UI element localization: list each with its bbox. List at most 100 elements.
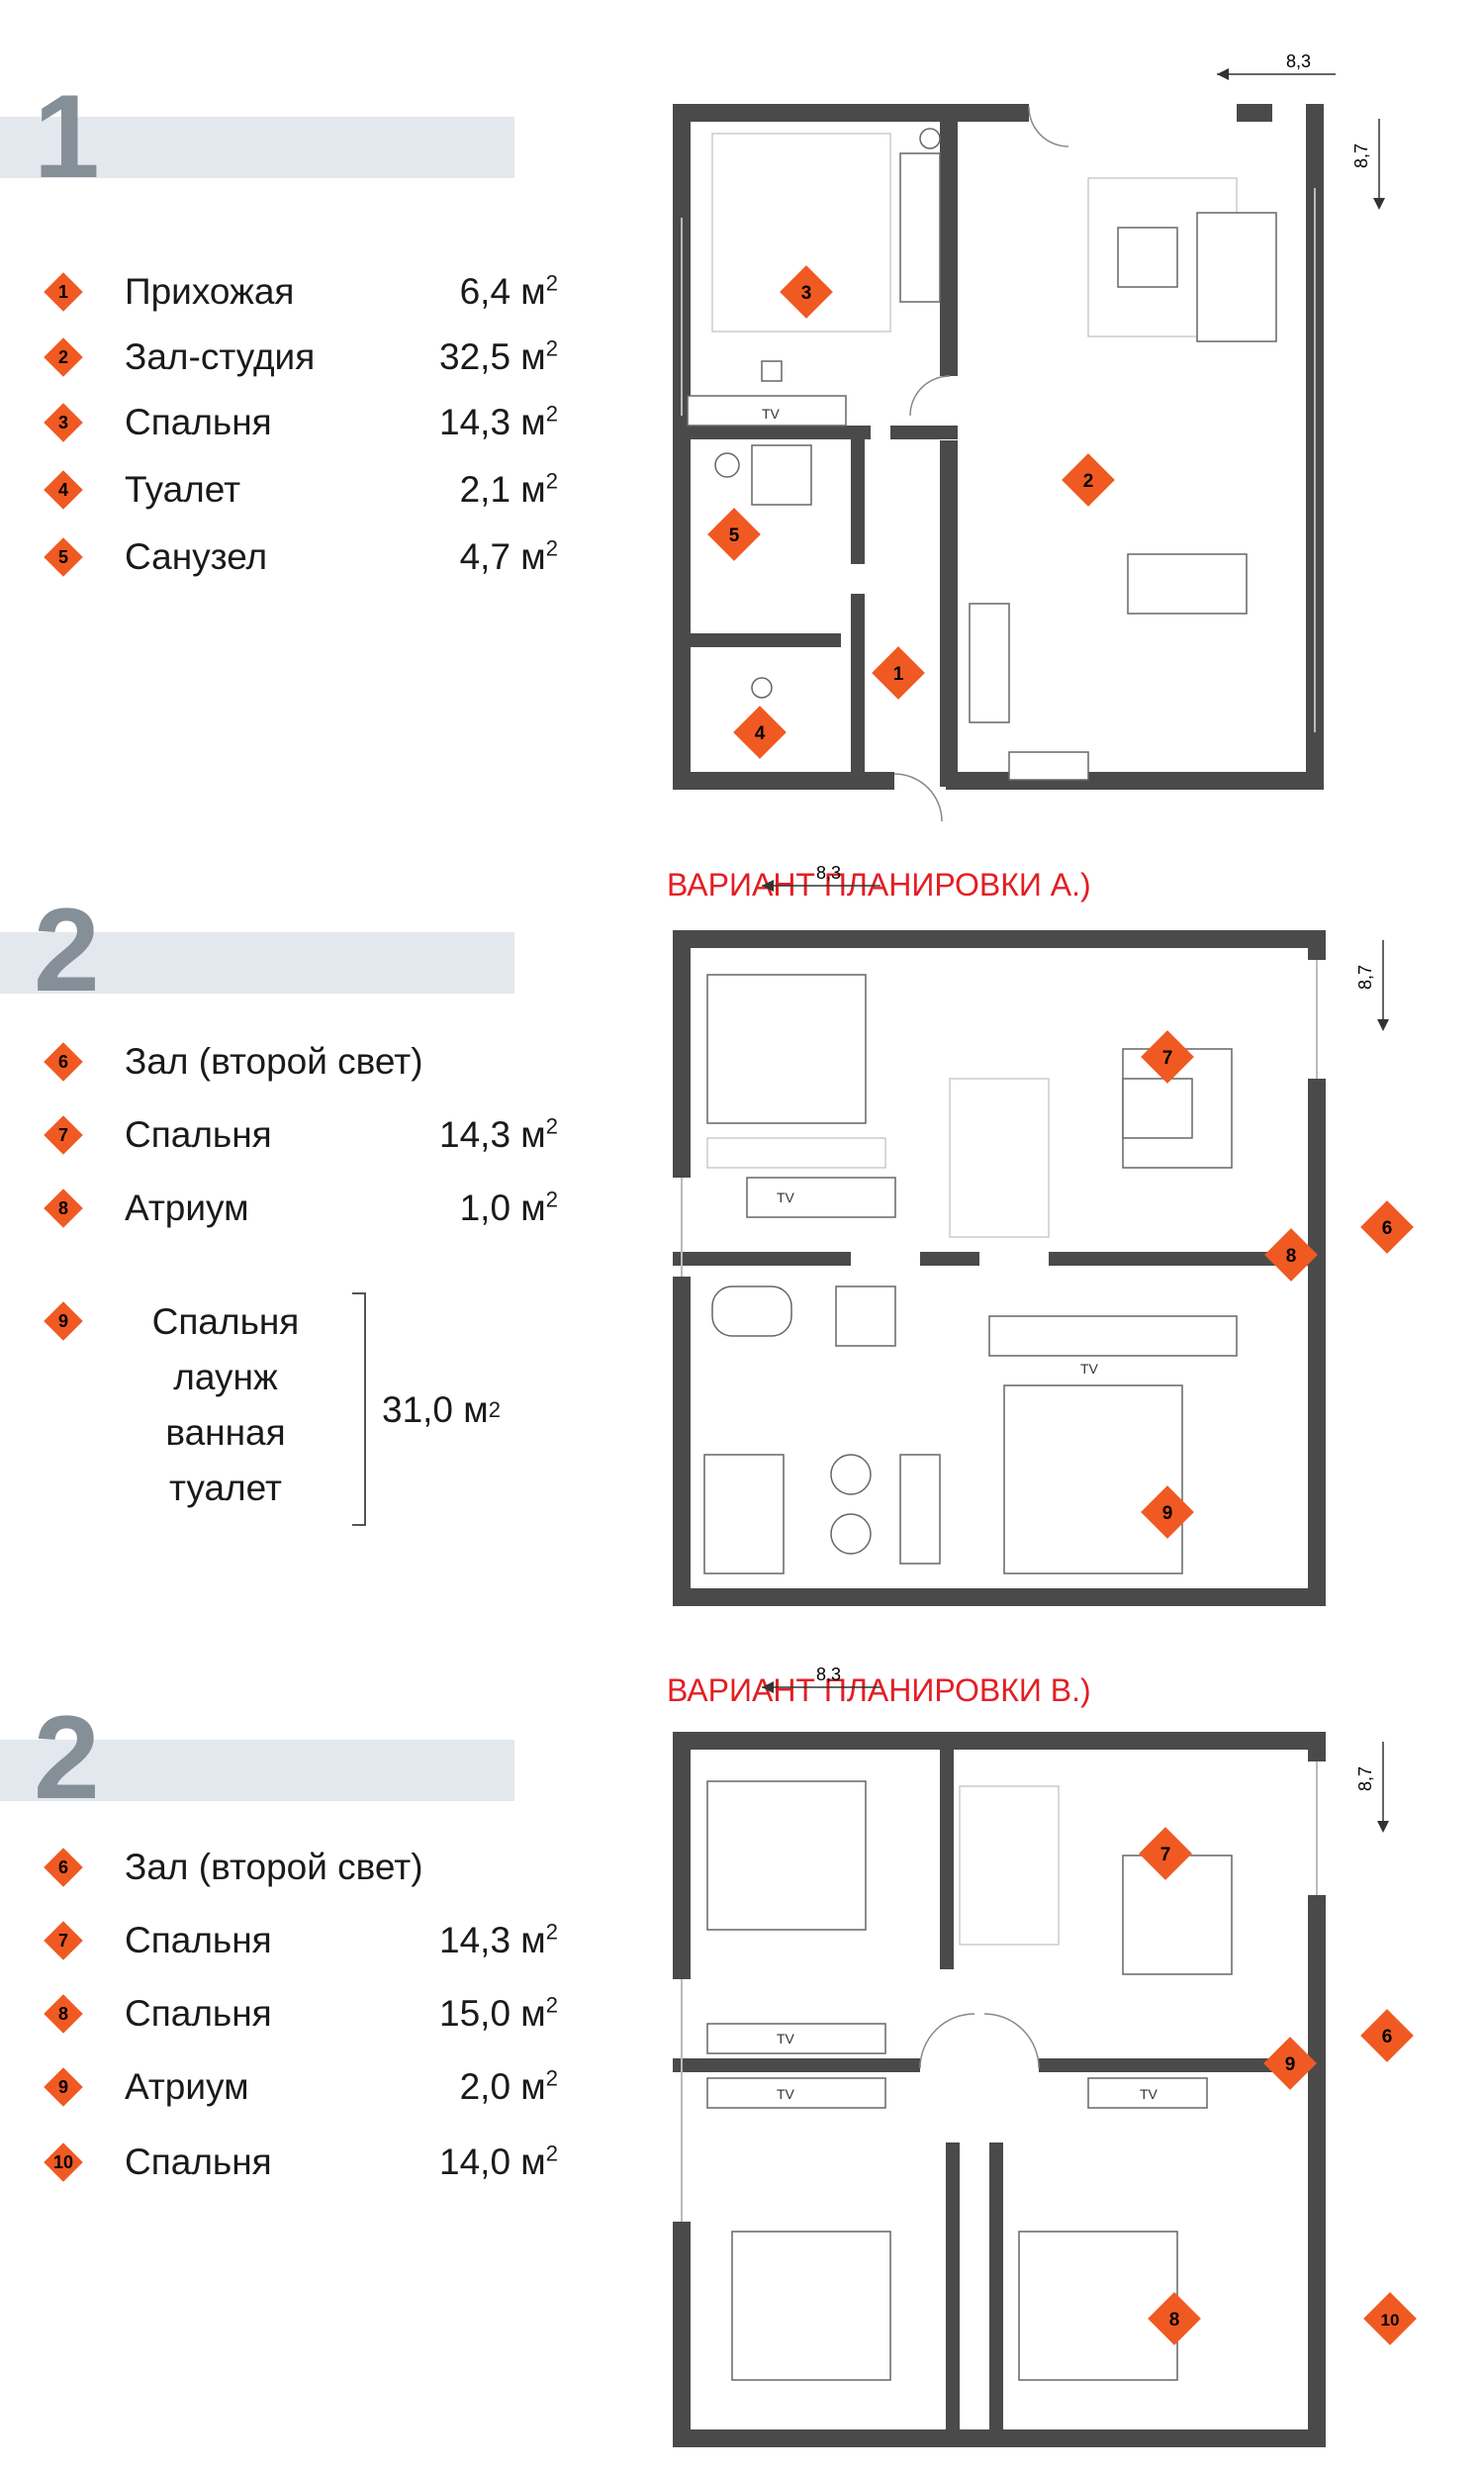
dimension-depth: 8,7 bbox=[1355, 1742, 1389, 1833]
room-marker-icon: 2 bbox=[44, 337, 83, 377]
furniture bbox=[703, 974, 1238, 1574]
legend-row: 4 Туалет 2,1 м2 bbox=[44, 465, 558, 515]
floor2b-number: 2 bbox=[34, 1691, 100, 1824]
dimension-width: 8,3 bbox=[762, 863, 881, 892]
tv-label: TV bbox=[777, 2086, 795, 2102]
room-marker-icon: 1 bbox=[44, 272, 83, 312]
floor2b-plan: TV TV TV 7 6 8 9 10 8,3 8,7 bbox=[673, 1667, 1417, 2447]
room-area: 14,3 м2 bbox=[439, 1919, 558, 1960]
windows bbox=[681, 188, 1316, 732]
room-area: 14,3 м2 bbox=[439, 401, 558, 442]
svg-text:6: 6 bbox=[1382, 1218, 1393, 1239]
svg-text:6: 6 bbox=[1382, 2027, 1393, 2047]
room-name: Атриум bbox=[125, 2066, 249, 2107]
svg-text:4: 4 bbox=[755, 723, 766, 744]
floor2b-band bbox=[0, 1740, 514, 1801]
room-area: 14,3 м2 bbox=[439, 1113, 558, 1155]
room-marker-icon: 8 bbox=[44, 1994, 83, 2034]
room-name: Зал-студия bbox=[125, 336, 316, 377]
room-name: Зал (второй свет) bbox=[125, 1041, 423, 1082]
room-marker-icon: 9 bbox=[44, 2067, 83, 2107]
legend-row: 10 Спальня 14,0 м2 bbox=[44, 2138, 558, 2187]
legend-row: 9 bbox=[44, 1296, 123, 1346]
room-area: 14,0 м2 bbox=[439, 2141, 558, 2182]
room-marker-icon: 8 bbox=[44, 1189, 83, 1228]
room-name: Спальня bbox=[125, 2141, 272, 2182]
room-marker-icon: 6 bbox=[44, 1042, 83, 1082]
tv-label: TV bbox=[1080, 1361, 1099, 1377]
dimension-width: 8,3 bbox=[1217, 51, 1336, 80]
tv-label: TV bbox=[777, 2031, 795, 2046]
legend-row: 2 Зал-студия 32,5 м2 bbox=[44, 333, 558, 382]
room-area: 2,1 м2 bbox=[459, 468, 558, 510]
legend-row: 1 Прихожая 6,4 м2 bbox=[44, 267, 558, 317]
door-swings bbox=[893, 106, 1069, 822]
svg-text:8,3: 8,3 bbox=[816, 1667, 841, 1684]
room-marker-icon: 4 bbox=[44, 470, 83, 510]
svg-text:2: 2 bbox=[1083, 471, 1094, 492]
room-name: Санузел bbox=[125, 536, 268, 577]
room-area: 6,4 м2 bbox=[459, 270, 558, 312]
floor2a-band bbox=[0, 932, 514, 994]
legend-row: 9 Атриум 2,0 м2 bbox=[44, 2062, 558, 2112]
floor1-band bbox=[0, 117, 514, 178]
room-area: 2,0 м2 bbox=[459, 2065, 558, 2107]
room-name: Спальня bbox=[125, 1920, 272, 1960]
svg-text:8: 8 bbox=[1286, 1246, 1297, 1267]
room6-marker: 6 bbox=[1360, 1200, 1414, 1254]
svg-text:8,7: 8,7 bbox=[1355, 1766, 1375, 1791]
legend-row: 7 Спальня 14,3 м2 bbox=[44, 1110, 558, 1160]
room-name: Атриум bbox=[125, 1188, 249, 1228]
legend-row: 5 Санузел 4,7 м2 bbox=[44, 532, 558, 582]
room9-bracket bbox=[352, 1292, 366, 1526]
svg-text:7: 7 bbox=[1162, 1048, 1173, 1069]
walls bbox=[673, 1732, 1326, 2447]
room-marker-icon: 7 bbox=[44, 1115, 83, 1155]
svg-text:7: 7 bbox=[1160, 1845, 1171, 1865]
room-area: 15,0 м2 bbox=[439, 1992, 558, 2034]
dimension-width: 8,3 bbox=[762, 1667, 881, 1693]
svg-text:1: 1 bbox=[893, 664, 904, 685]
room-name: Спальня bbox=[125, 402, 272, 442]
legend-row: 7 Спальня 14,3 м2 bbox=[44, 1916, 558, 1965]
svg-text:8,3: 8,3 bbox=[1286, 51, 1311, 71]
svg-text:5: 5 bbox=[729, 525, 740, 546]
room-area: 4,7 м2 bbox=[459, 535, 558, 577]
legend-row: 8 Атриум 1,0 м2 bbox=[44, 1184, 558, 1233]
legend-row: 3 Спальня 14,3 м2 bbox=[44, 398, 558, 447]
room10-marker: 10 bbox=[1363, 2292, 1417, 2345]
windows bbox=[681, 960, 1318, 1277]
svg-text:9: 9 bbox=[1162, 1503, 1173, 1524]
door-swings bbox=[919, 2013, 1040, 2069]
legend-row: 6 Зал (второй свет) bbox=[44, 1843, 558, 1892]
svg-text:8: 8 bbox=[1169, 2310, 1180, 2331]
room-name: Спальня bbox=[125, 1114, 272, 1155]
room-marker-icon: 6 bbox=[44, 1848, 83, 1887]
furniture bbox=[687, 128, 1277, 781]
tv-label: TV bbox=[777, 1189, 795, 1205]
svg-text:8,3: 8,3 bbox=[816, 863, 841, 883]
room-area: 32,5 м2 bbox=[439, 335, 558, 377]
tv-label: TV bbox=[762, 406, 781, 422]
room9-description: Спальня лаунж ванная туалет bbox=[151, 1301, 300, 1508]
floor2a-number: 2 bbox=[34, 884, 100, 1016]
walls bbox=[673, 104, 1324, 790]
room6-marker: 6 bbox=[1360, 2009, 1414, 2062]
tv-label: TV bbox=[1140, 2086, 1159, 2102]
svg-text:9: 9 bbox=[1285, 2054, 1296, 2075]
room-marker-icon: 9 bbox=[44, 1301, 83, 1341]
room-area: 1,0 м2 bbox=[459, 1187, 558, 1228]
svg-text:10: 10 bbox=[1381, 2311, 1400, 2330]
dimension-depth: 8,7 bbox=[1351, 119, 1385, 210]
floor1-plan: TV 1 2 3 4 5 8,3 8,7 bbox=[673, 51, 1385, 822]
room-name: Спальня bbox=[125, 1993, 272, 2034]
legend-row: 6 Зал (второй свет) bbox=[44, 1037, 558, 1087]
variant-a-title: ВАРИАНТ ПЛАНИРОВКИ А.) bbox=[667, 867, 1091, 903]
room-name: Прихожая bbox=[125, 271, 295, 312]
svg-text:3: 3 bbox=[801, 283, 812, 304]
dimension-depth: 8,7 bbox=[1355, 940, 1389, 1031]
svg-text:8,7: 8,7 bbox=[1355, 965, 1375, 990]
room-marker-icon: 7 bbox=[44, 1921, 83, 1960]
room-marker-icon: 5 bbox=[44, 537, 83, 577]
